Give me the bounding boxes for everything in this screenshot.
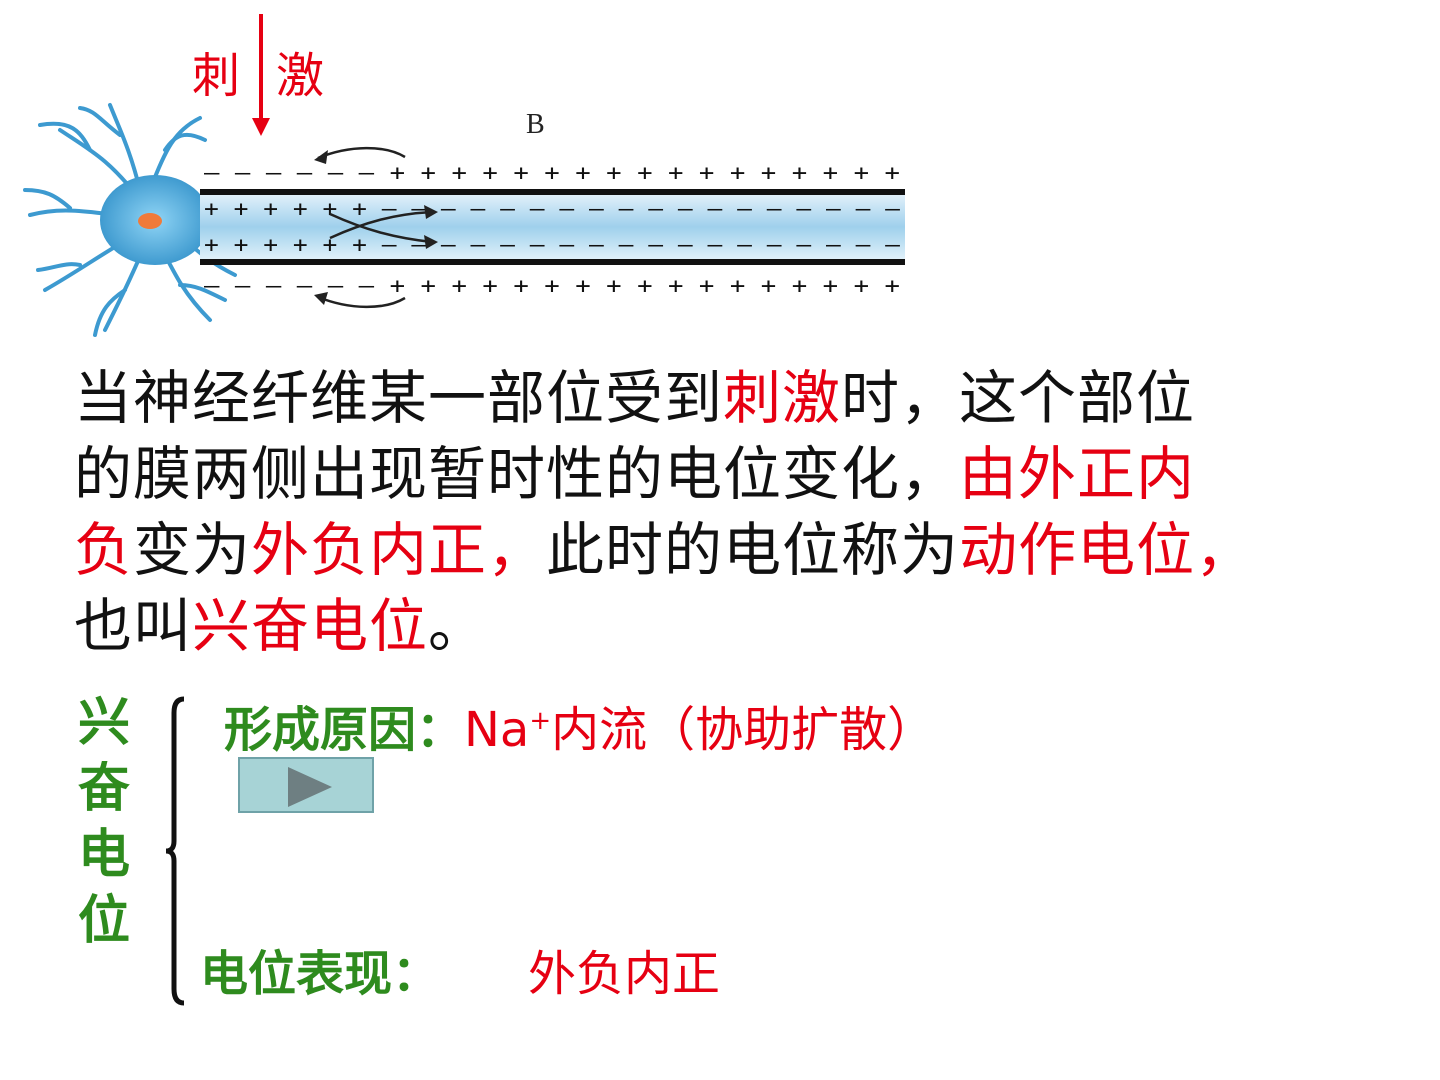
play-button[interactable] [238,757,374,813]
title-char: 兴 [77,693,130,753]
text-segment: 此时的电位称为 [546,516,960,584]
axon [200,192,905,262]
highlight-action: 外负内正， [251,516,547,584]
neuron-diagram: B – – – – – – + + + + + + + + + + + + + … [23,14,905,337]
stimulus-label-char-1: 刺 [192,48,241,104]
charge-row-outer-top: – – – – – – + + + + + + + + + + + + + + … [204,161,900,186]
paragraph-line-4: 也叫兴奋电位。 [74,588,1374,664]
text-segment: 。 [428,592,488,660]
title-char: 电 [77,825,130,885]
play-triangle-icon [288,767,332,807]
manifest-row: 电位表现： [200,934,440,1004]
paragraph-line-1: 当神经纤维某一部位受到刺激时，这个部位 [74,360,1374,436]
highlight-resting: 由外正内 [959,440,1196,508]
curly-brace [165,696,185,1006]
formation-label: 形成原因： [224,702,465,758]
highlight-action-potential: 动作电位， [959,516,1255,584]
manifest-label: 电位表现： [200,946,441,1002]
section-title-vertical: 兴 奋 电 位 [74,690,134,954]
formation-row: 形成原因：Na+内流（协助扩散） [224,690,935,760]
label-b: B [526,109,545,140]
formation-value-text: 内流（协助扩散） [551,702,936,758]
sodium-charge: + [529,706,552,736]
nucleus [138,213,162,229]
formation-value: Na+内流（协助扩散） [464,702,935,758]
text-segment: 当神经纤维某一部位受到 [74,364,724,432]
text-segment: 时，这个部位 [841,364,1196,432]
text-segment: 也叫 [74,592,193,660]
sodium-symbol: Na [464,702,530,758]
paragraph-line-2: 的膜两侧出现暂时性的电位变化，由外正内 [74,436,1374,512]
charge-row-inner-top: + + + + + + – – – – – – – – – – – – – – … [204,197,901,222]
highlight-stimulus: 刺激 [723,364,842,432]
stimulus-arrow [252,14,270,136]
highlight-resting-end: 负 [74,516,134,584]
title-char: 位 [77,891,130,951]
highlight-excitation-potential: 兴奋电位 [192,592,429,660]
paragraph-line-3: 负变为外负内正，此时的电位称为动作电位， [74,512,1374,588]
main-paragraph: 当神经纤维某一部位受到刺激时，这个部位 的膜两侧出现暂时性的电位变化，由外正内 … [74,360,1374,664]
current-arrows [314,146,438,309]
text-segment: 变为 [133,516,252,584]
charge-row-inner-bottom: + + + + + + – – – – – – – – – – – – – – … [204,233,901,258]
text-segment: 的膜两侧出现暂时性的电位变化， [74,440,960,508]
stimulus-label-char-2: 激 [276,48,325,104]
charge-row-outer-bottom: – – – – – – + + + + + + + + + + + + + + … [204,274,900,299]
title-char: 奋 [77,759,130,819]
manifest-value: 外负内正 [528,946,721,1002]
